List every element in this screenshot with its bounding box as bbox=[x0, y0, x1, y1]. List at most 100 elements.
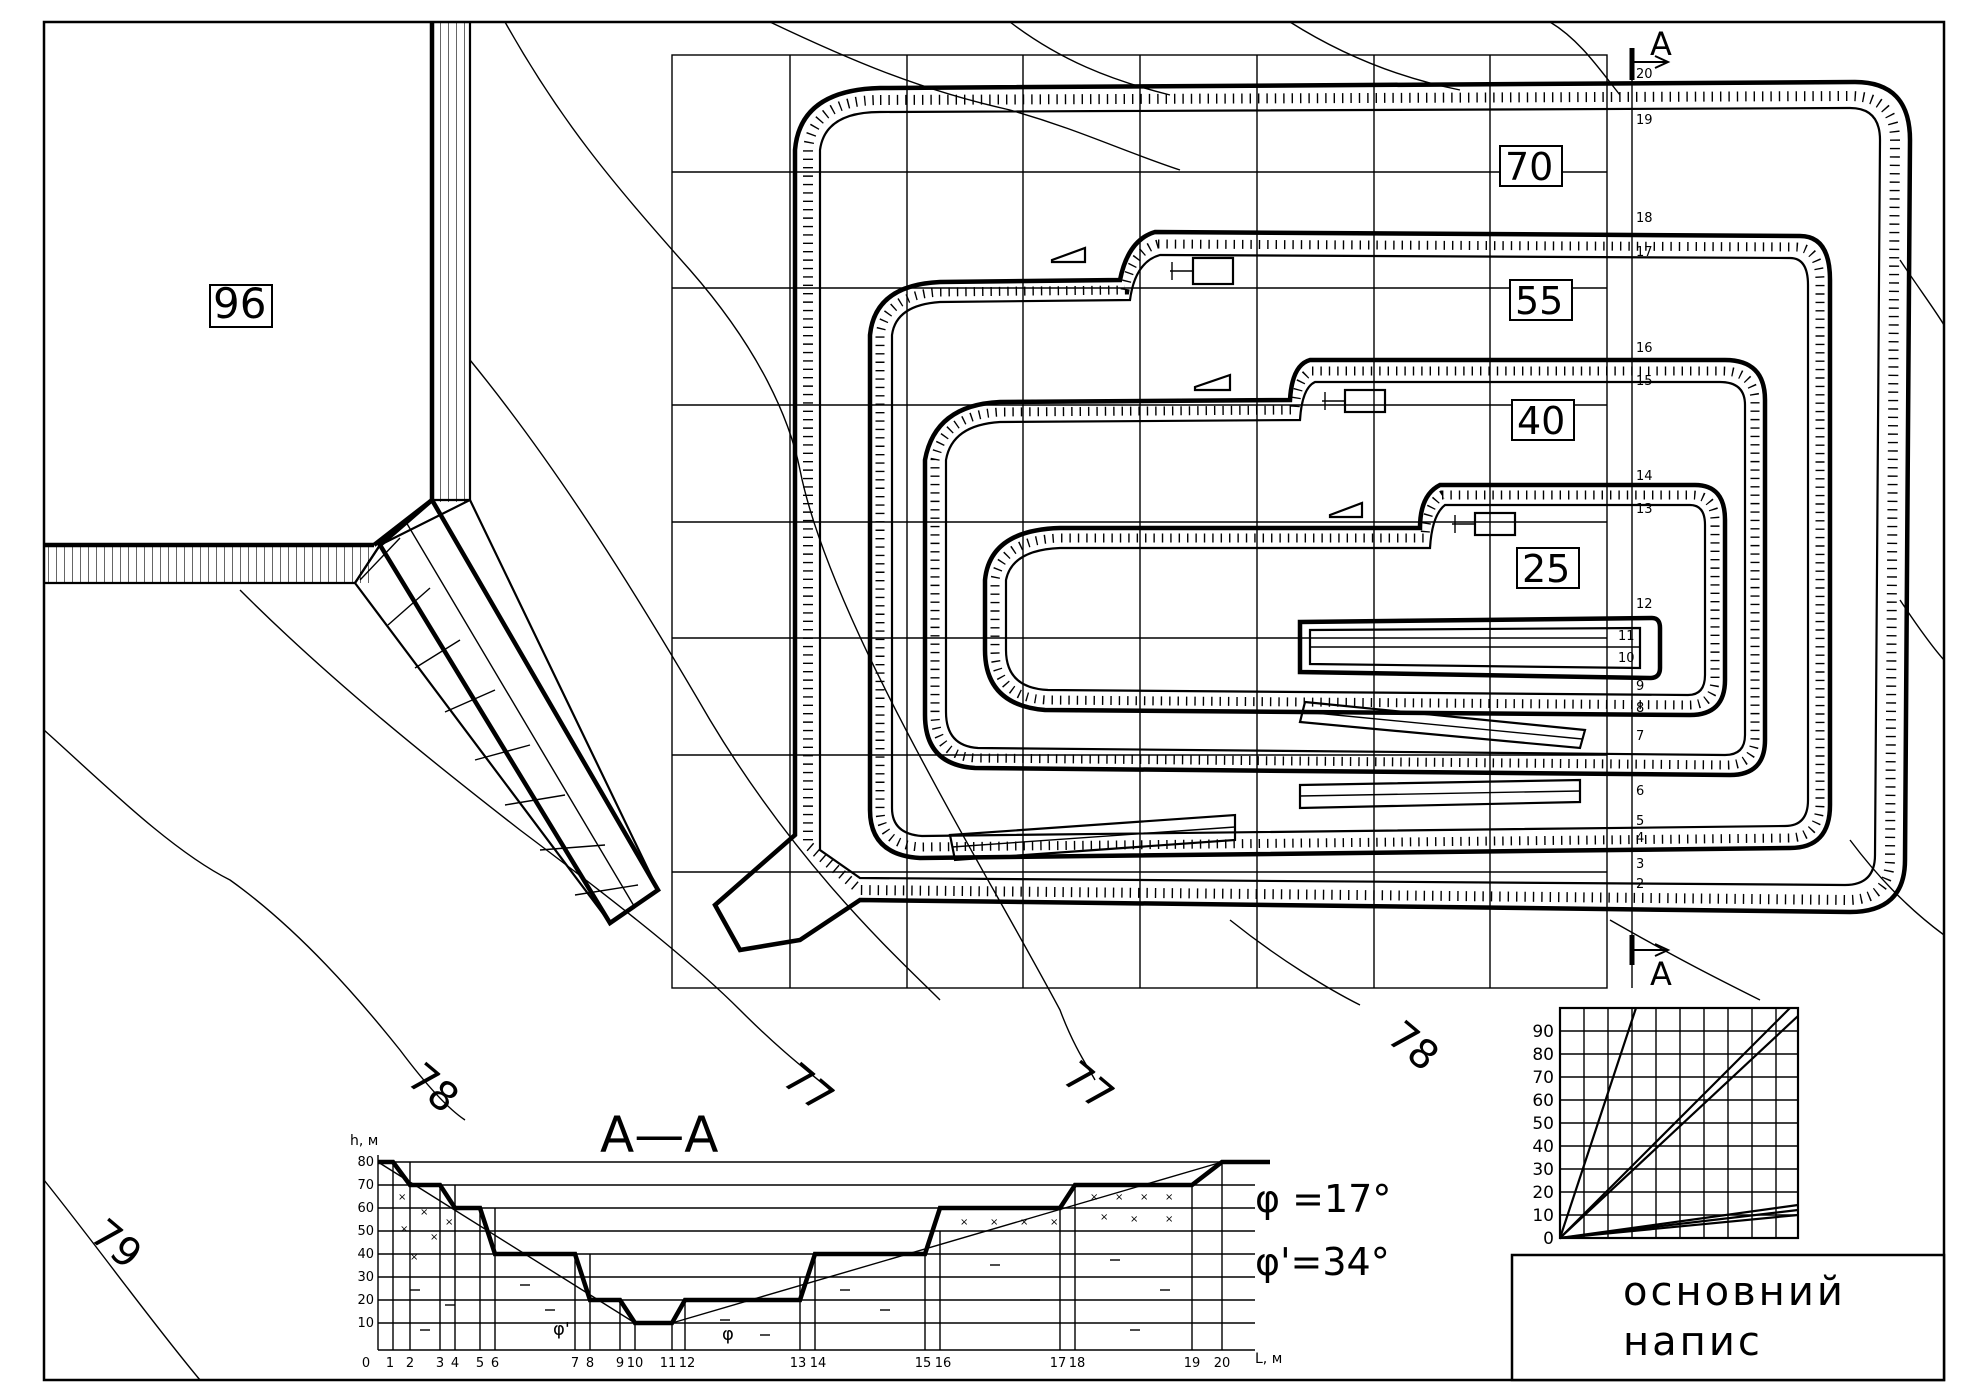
contour-label-78-right: 78 bbox=[1379, 1012, 1448, 1080]
svg-text:×: × bbox=[1050, 1217, 1058, 1228]
svg-text:2: 2 bbox=[406, 1356, 414, 1371]
svg-text:10: 10 bbox=[627, 1356, 644, 1371]
svg-text:80: 80 bbox=[1532, 1045, 1554, 1065]
svg-text:4: 4 bbox=[451, 1356, 459, 1371]
svg-text:30: 30 bbox=[1532, 1160, 1554, 1180]
svg-text:9: 9 bbox=[1636, 679, 1644, 694]
section-y-axis-label: h, м bbox=[350, 1133, 378, 1149]
svg-text:9: 9 bbox=[616, 1356, 624, 1371]
svg-text:×: × bbox=[410, 1252, 418, 1263]
svg-text:11: 11 bbox=[660, 1356, 677, 1371]
pit-benches bbox=[712, 79, 1913, 953]
svg-text:×: × bbox=[1115, 1192, 1123, 1203]
title-block-line1: основний bbox=[1623, 1269, 1846, 1315]
svg-text:14: 14 bbox=[1636, 469, 1653, 484]
svg-text:7: 7 bbox=[1636, 729, 1644, 744]
bench-level-labels: 70 55 40 25 bbox=[1499, 145, 1580, 591]
svg-text:7: 7 bbox=[571, 1356, 579, 1371]
svg-text:×: × bbox=[430, 1232, 438, 1243]
contour-lines bbox=[43, 21, 1945, 1381]
svg-text:50: 50 bbox=[357, 1224, 374, 1239]
svg-text:×: × bbox=[1140, 1192, 1148, 1203]
svg-text:19: 19 bbox=[1184, 1356, 1201, 1371]
svg-text:90: 90 bbox=[1532, 1022, 1554, 1042]
svg-text:70: 70 bbox=[357, 1178, 374, 1193]
svg-text:×: × bbox=[1130, 1214, 1138, 1225]
svg-text:18: 18 bbox=[1636, 211, 1653, 226]
svg-text:80: 80 bbox=[357, 1155, 374, 1170]
plan-grid bbox=[671, 54, 1633, 989]
svg-text:70: 70 bbox=[1532, 1068, 1554, 1088]
outside-level-label: 96 bbox=[213, 279, 266, 328]
svg-text:30: 30 bbox=[357, 1270, 374, 1285]
approach-road bbox=[44, 22, 661, 927]
svg-text:20: 20 bbox=[357, 1293, 374, 1308]
phi-angle-label: φ =17° bbox=[1255, 1177, 1391, 1221]
svg-text:3: 3 bbox=[436, 1356, 444, 1371]
svg-text:16: 16 bbox=[1636, 341, 1653, 356]
angle-mark-phi-prime: φ' bbox=[553, 1319, 570, 1340]
svg-text:20: 20 bbox=[1532, 1183, 1554, 1203]
svg-text:×: × bbox=[400, 1224, 408, 1235]
svg-text:8: 8 bbox=[586, 1356, 594, 1371]
svg-text:17: 17 bbox=[1050, 1356, 1067, 1371]
svg-text:19: 19 bbox=[1636, 113, 1653, 128]
svg-text:60: 60 bbox=[357, 1201, 374, 1216]
svg-text:×: × bbox=[1020, 1217, 1028, 1228]
contour-labels: 78 77 77 78 79 bbox=[82, 1012, 1448, 1278]
svg-text:×: × bbox=[1090, 1192, 1098, 1203]
section-marker-top: A bbox=[1650, 25, 1672, 63]
svg-text:×: × bbox=[1165, 1214, 1173, 1225]
contour-label-77-center: 77 bbox=[1054, 1052, 1123, 1120]
svg-text:6: 6 bbox=[1636, 784, 1644, 799]
outside-level-box bbox=[209, 284, 273, 328]
phi-prime-angle-label: φ'=34° bbox=[1255, 1240, 1390, 1284]
svg-text:×: × bbox=[445, 1217, 453, 1228]
bench-level-70: 70 bbox=[1505, 145, 1553, 189]
svg-text:4: 4 bbox=[1636, 831, 1644, 846]
svg-text:5: 5 bbox=[476, 1356, 484, 1371]
svg-text:3: 3 bbox=[1636, 857, 1644, 872]
svg-text:12: 12 bbox=[679, 1356, 696, 1371]
svg-text:1: 1 bbox=[386, 1356, 394, 1371]
svg-text:0: 0 bbox=[1543, 1229, 1554, 1249]
drawing-frame bbox=[42, 20, 1946, 1382]
svg-text:0: 0 bbox=[362, 1356, 370, 1371]
contour-label-79: 79 bbox=[82, 1210, 151, 1278]
svg-text:×: × bbox=[990, 1217, 998, 1228]
svg-text:14: 14 bbox=[810, 1356, 827, 1371]
svg-text:×: × bbox=[1165, 1192, 1173, 1203]
svg-text:40: 40 bbox=[357, 1247, 374, 1262]
section-marker-bottom: A bbox=[1650, 955, 1672, 993]
profile-point-labels: 20 19 18 17 16 15 14 13 12 11 10 9 8 7 6… bbox=[1618, 67, 1653, 892]
section-title: A—A bbox=[600, 1106, 718, 1164]
svg-text:10: 10 bbox=[1532, 1206, 1554, 1226]
svg-text:×: × bbox=[398, 1192, 406, 1203]
contour-label-77-left: 77 bbox=[774, 1054, 843, 1122]
svg-text:15: 15 bbox=[915, 1356, 932, 1371]
bench-level-40: 40 bbox=[1517, 399, 1565, 443]
svg-text:60: 60 bbox=[1532, 1091, 1554, 1111]
svg-text:×: × bbox=[960, 1217, 968, 1228]
svg-text:6: 6 bbox=[491, 1356, 499, 1371]
svg-text:50: 50 bbox=[1532, 1114, 1554, 1134]
angle-mark-phi: φ bbox=[722, 1324, 734, 1345]
svg-text:40: 40 bbox=[1532, 1137, 1554, 1157]
bench-level-55: 55 bbox=[1515, 279, 1563, 323]
svg-text:15: 15 bbox=[1636, 374, 1653, 389]
svg-text:18: 18 bbox=[1069, 1356, 1086, 1371]
svg-text:10: 10 bbox=[1618, 651, 1635, 666]
svg-text:12: 12 bbox=[1636, 597, 1653, 612]
svg-text:20: 20 bbox=[1636, 67, 1653, 82]
title-block-line2: напис bbox=[1623, 1319, 1763, 1365]
svg-text:17: 17 bbox=[1636, 245, 1653, 260]
nomogram: 0 10 20 30 40 50 60 70 80 90 bbox=[1532, 1006, 1800, 1249]
cross-section: A—A h, м L, м bbox=[350, 1106, 1391, 1371]
bench-level-25: 25 bbox=[1522, 547, 1570, 591]
svg-text:10: 10 bbox=[357, 1316, 374, 1331]
svg-text:20: 20 bbox=[1214, 1356, 1231, 1371]
section-markers: A A bbox=[1629, 25, 1672, 993]
svg-text:8: 8 bbox=[1636, 701, 1644, 716]
svg-text:16: 16 bbox=[935, 1356, 952, 1371]
